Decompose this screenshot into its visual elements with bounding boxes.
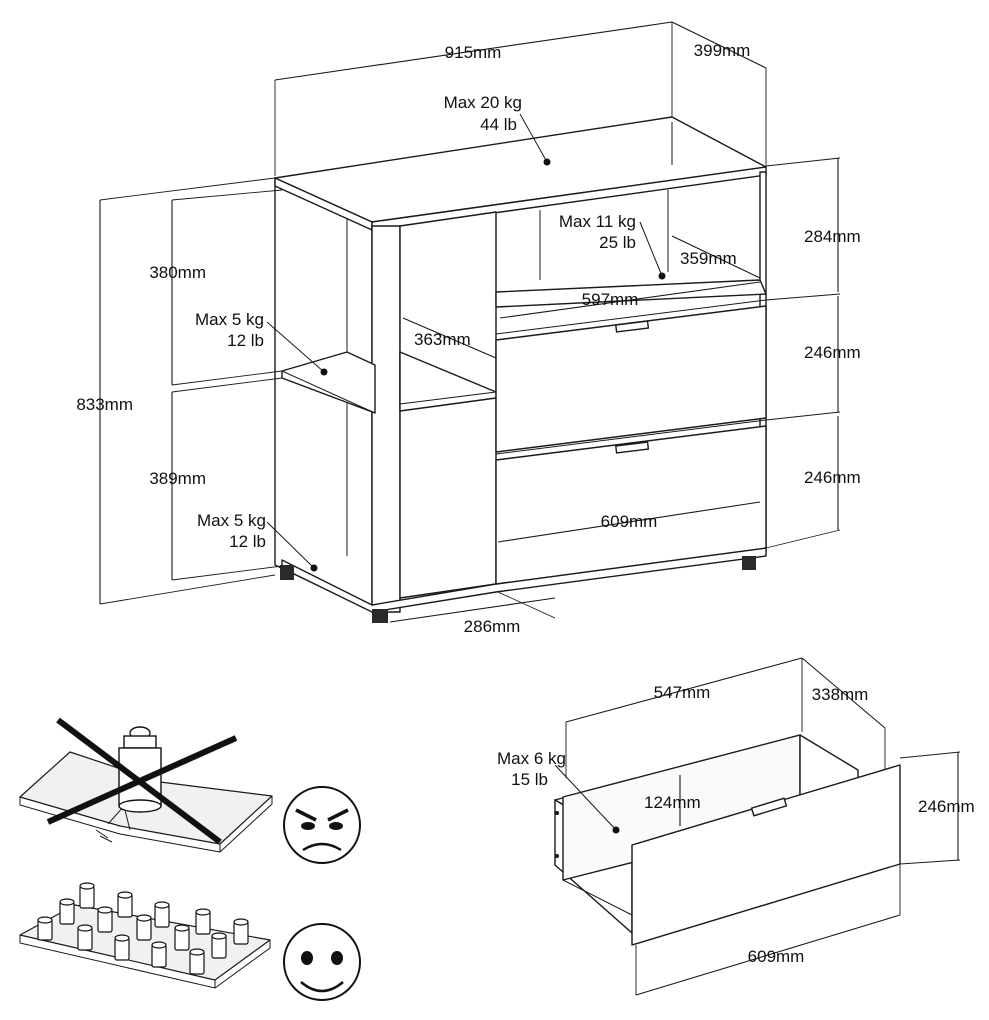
drawer-load-kg: Max 6 kg bbox=[497, 749, 566, 768]
cabinet-labels: 915mm 399mm Max 20 kg 44 lb Max 11 kg 25… bbox=[76, 41, 860, 636]
drawer-inner-height-label: 124mm bbox=[644, 793, 701, 812]
overall-height-label: 833mm bbox=[76, 395, 133, 414]
weight-icon bbox=[118, 726, 162, 813]
shelf-depth-label: 363mm bbox=[414, 330, 471, 349]
lower-open-height-label: 389mm bbox=[149, 469, 206, 488]
niche-width-label: 597mm bbox=[582, 290, 639, 309]
drawer-depth-label: 338mm bbox=[812, 685, 869, 704]
upper-drawer-height-label: 246mm bbox=[804, 343, 861, 362]
open-side-width-label: 286mm bbox=[464, 617, 521, 636]
niche-load-kg: Max 11 kg bbox=[559, 212, 636, 231]
load-warning-wrong bbox=[19, 717, 273, 853]
load-distribution-correct bbox=[19, 882, 271, 989]
drawer-inner-width-label: 547mm bbox=[654, 683, 711, 702]
happy-face-icon bbox=[283, 923, 361, 1001]
top-load-kg: Max 20 kg bbox=[444, 93, 522, 112]
upper-shelf-load-lb: 12 lb bbox=[227, 331, 264, 350]
upper-open-height-label: 380mm bbox=[149, 263, 206, 282]
drawer-drawing bbox=[554, 734, 901, 946]
bottom-shelf-load-lb: 12 lb bbox=[229, 532, 266, 551]
drawer-front-width-label: 609mm bbox=[748, 947, 805, 966]
cabinet-dimension-lines bbox=[99, 21, 841, 623]
upper-shelf-load-kg: Max 5 kg bbox=[195, 310, 264, 329]
drawer-front-width-label: 609mm bbox=[601, 512, 658, 531]
top-load-lb: 44 lb bbox=[480, 115, 517, 134]
niche-height-label: 284mm bbox=[804, 227, 861, 246]
cabinet-drawing bbox=[274, 116, 767, 623]
niche-load-lb: 25 lb bbox=[599, 233, 636, 252]
drawer-load-lb: 15 lb bbox=[511, 770, 548, 789]
drawer-dimension-lines bbox=[554, 657, 961, 996]
overall-width-label: 915mm bbox=[445, 43, 502, 62]
overall-depth-label: 399mm bbox=[694, 41, 751, 60]
drawer-front-height-label: 246mm bbox=[918, 797, 975, 816]
angry-face-icon bbox=[283, 786, 361, 864]
niche-depth-label: 359mm bbox=[680, 249, 737, 268]
lower-drawer-height-label: 246mm bbox=[804, 468, 861, 487]
bottom-shelf-load-kg: Max 5 kg bbox=[197, 511, 266, 530]
drawer-labels: 547mm 338mm Max 6 kg 15 lb 124mm 246mm 6… bbox=[497, 683, 975, 966]
